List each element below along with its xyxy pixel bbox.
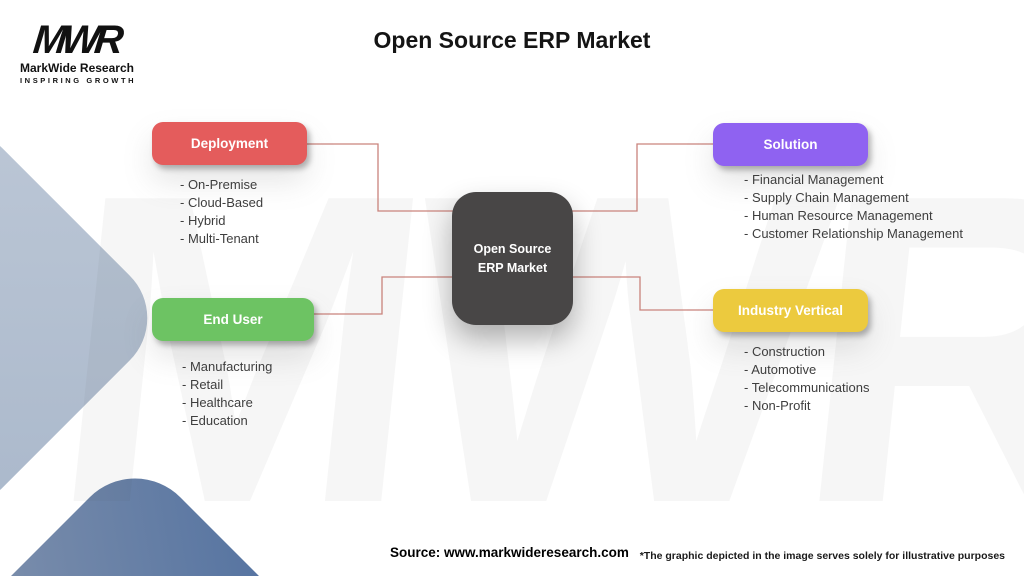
- list-item: - Retail: [182, 377, 224, 392]
- logo-company-name: MarkWide Research: [20, 61, 134, 75]
- disclaimer-text: *The graphic depicted in the image serve…: [639, 550, 1005, 562]
- list-item: - Automotive: [744, 362, 817, 377]
- list-item: - Non-Profit: [744, 398, 811, 413]
- node-industry-vertical: Industry Vertical: [713, 289, 868, 332]
- list-item: - Hybrid: [180, 213, 226, 228]
- list-item: - Construction: [744, 344, 825, 359]
- list-item: - Telecommunications: [744, 380, 870, 395]
- node-solution: Solution: [713, 123, 868, 166]
- connector-enduser-center: [310, 276, 460, 315]
- node-end-user: End User: [152, 298, 314, 341]
- list-item: - Cloud-Based: [180, 195, 264, 210]
- list-item: - Supply Chain Management: [744, 190, 909, 205]
- connector-center-solution: [565, 143, 718, 212]
- page-title: Open Source ERP Market: [373, 27, 651, 53]
- list-item: - Multi-Tenant: [180, 231, 259, 246]
- source-text: Source: www.markwideresearch.com: [390, 545, 629, 560]
- markwide-logo: MWR MarkWide Research INSPIRING GROWTH: [20, 18, 137, 85]
- node-solution-label: Solution: [763, 137, 818, 152]
- list-item: - Human Resource Management: [744, 208, 933, 223]
- list-item: - On-Premise: [180, 177, 258, 192]
- list-item: - Healthcare: [182, 395, 253, 410]
- list-item: - Manufacturing: [182, 359, 273, 374]
- node-deployment-label: Deployment: [190, 136, 269, 151]
- end-user-item-list: - Manufacturing - Retail - Healthcare - …: [182, 358, 272, 430]
- connector-center-industry: [565, 276, 718, 311]
- node-end-user-label: End User: [203, 312, 263, 327]
- industry-vertical-item-list: - Construction - Automotive - Telecommun…: [744, 343, 869, 415]
- solution-item-list: - Financial Management - Supply Chain Ma…: [744, 171, 963, 243]
- connector-deployment-center: [300, 143, 460, 212]
- list-item: - Education: [182, 413, 248, 428]
- central-node-label: Open Source ERP Market: [473, 242, 552, 275]
- central-node: Open Source ERP Market: [452, 192, 573, 325]
- node-industry-vertical-label: Industry Vertical: [737, 303, 844, 318]
- list-item: - Financial Management: [744, 172, 884, 187]
- logo-tagline: INSPIRING GROWTH: [20, 76, 137, 85]
- list-item: - Customer Relationship Management: [744, 226, 963, 241]
- deployment-item-list: - On-Premise - Cloud-Based - Hybrid - Mu…: [180, 176, 263, 248]
- node-deployment: Deployment: [152, 122, 307, 165]
